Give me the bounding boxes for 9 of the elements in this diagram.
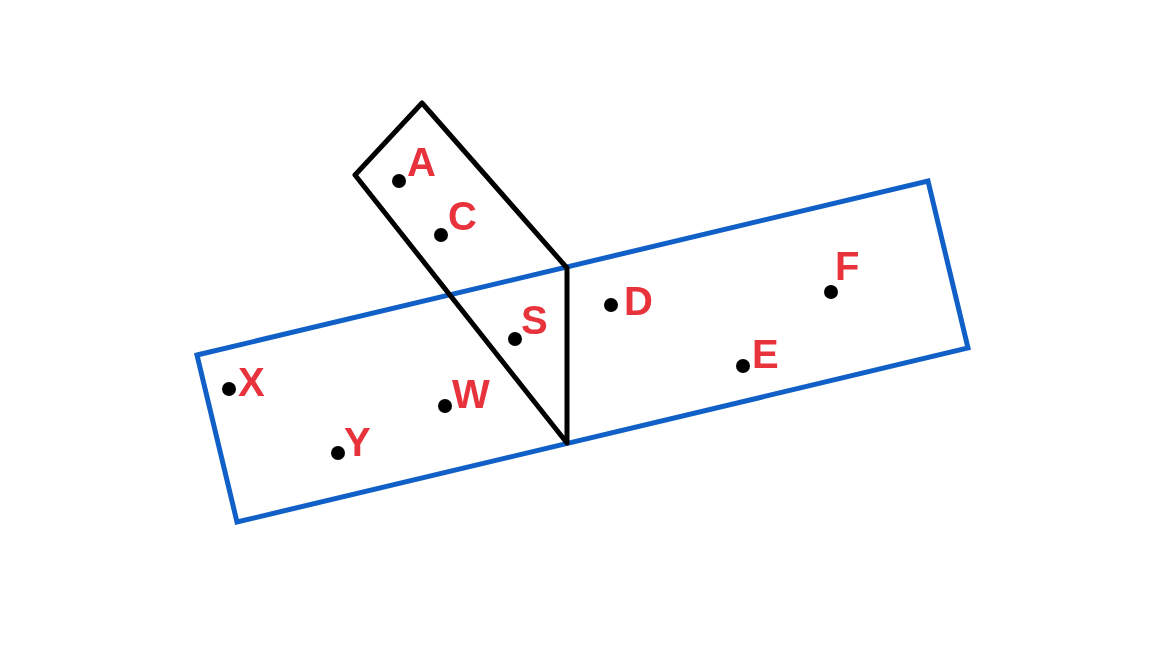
point-label: F xyxy=(835,246,860,286)
point-label: A xyxy=(407,142,436,182)
point-label: D xyxy=(624,281,653,321)
point-label: Y xyxy=(344,422,371,462)
point-label: X xyxy=(238,362,265,402)
point-label: W xyxy=(452,374,490,414)
point-label: S xyxy=(521,300,548,340)
point-label: E xyxy=(752,334,779,374)
point-label: C xyxy=(448,196,477,236)
